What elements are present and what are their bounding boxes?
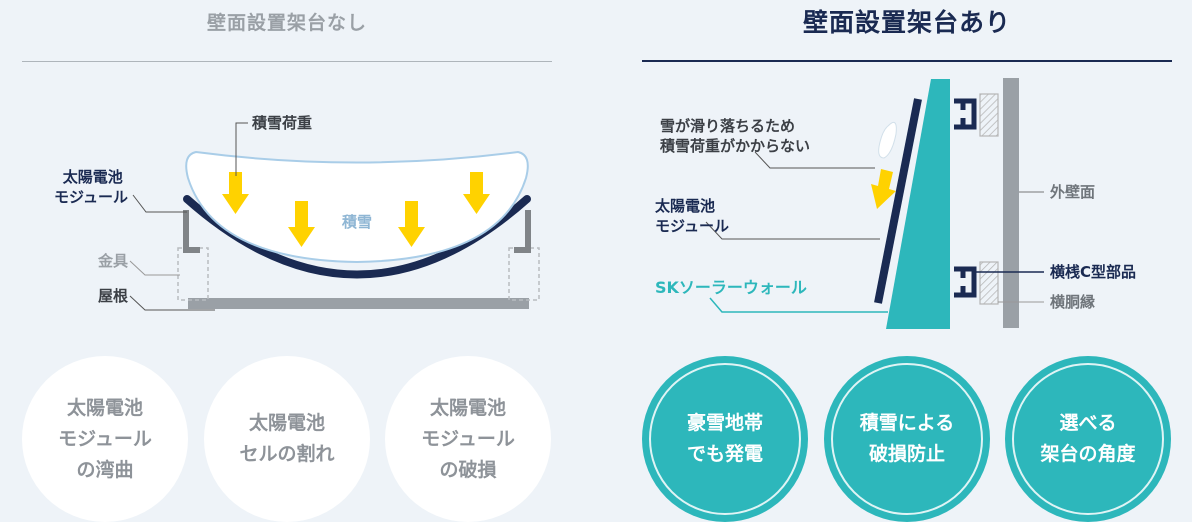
right-diagram	[705, 78, 1044, 329]
snow-slides-label: 雪が滑り落ちるため 積雪荷重がかからない	[659, 117, 810, 155]
benefit-text: 豪雪地帯 でも発電	[686, 412, 763, 465]
sk-wall-leader	[709, 297, 888, 313]
furring-strip-bottom	[979, 261, 999, 305]
benefit-circle: 積雪による 破損防止	[824, 356, 990, 522]
benefit-text: 積雪による 破損防止	[859, 412, 955, 465]
left-title-divider	[22, 61, 552, 62]
right-title-divider	[642, 60, 1172, 62]
benefit-text: 選べる 架台の角度	[1040, 412, 1136, 465]
roof	[188, 298, 529, 309]
snow-label: 積雪	[341, 213, 372, 231]
right-panel-title: 壁面設置架台あり	[802, 8, 1011, 37]
roof-leader	[129, 295, 215, 311]
roof-label: 屋根	[98, 287, 128, 305]
bracket-label: 金具	[97, 252, 128, 270]
snow-load-arrows	[222, 172, 490, 247]
problem-circle: 太陽電池 モジュール の破損	[385, 356, 551, 522]
benefit-circle: 豪雪地帯 でも発電	[642, 356, 808, 522]
exterior-wall	[1003, 78, 1019, 328]
problem-text: 太陽電池 モジュール の湾曲	[58, 396, 152, 481]
sk-solar-wall	[886, 79, 950, 329]
module-label-right: 太陽電池 モジュール	[655, 197, 729, 235]
snow-load-label: 積雪荷重	[251, 114, 312, 132]
sliding-snow	[878, 121, 897, 159]
snow-mass	[185, 150, 529, 264]
bracket-right-dashed	[508, 247, 540, 301]
snow-load-leader	[235, 122, 248, 176]
bracket-left-dashed	[177, 247, 209, 301]
bracket-leader	[129, 260, 180, 276]
problem-circle: 太陽電池 セルの割れ	[204, 356, 370, 522]
benefit-circle: 選べる 架台の角度	[1005, 356, 1171, 522]
furring-strip-top	[979, 93, 999, 137]
c-rail-label: 横桟C型部品	[1050, 263, 1136, 281]
c-rail-bottom	[954, 266, 977, 298]
clamp-right	[514, 210, 531, 253]
solar-module-right	[874, 98, 922, 304]
load-arrow	[398, 201, 425, 247]
problem-circle: 太陽電池 モジュール の湾曲	[22, 356, 188, 522]
module-leader-right	[705, 221, 880, 240]
furring-label: 横胴縁	[1050, 293, 1095, 311]
problem-text: 太陽電池 モジュール の破損	[421, 396, 515, 481]
snow-slides-leader	[754, 151, 875, 169]
load-arrow	[288, 201, 315, 247]
clamp-left	[183, 210, 200, 253]
load-arrow	[222, 172, 249, 214]
module-label-left: 太陽電池 モジュール	[54, 168, 128, 206]
slide-arrow	[871, 169, 896, 209]
exterior-wall-label: 外壁面	[1049, 183, 1095, 201]
module-leader-left	[132, 194, 187, 213]
c-rail-top	[954, 98, 977, 130]
left-diagram	[129, 122, 540, 311]
problem-text: 太陽電池 セルの割れ	[239, 412, 335, 465]
left-panel-title: 壁面設置架台なし	[206, 12, 367, 34]
load-arrow	[463, 172, 490, 214]
sk-wall-label: SKソーラーウォール	[655, 278, 807, 297]
